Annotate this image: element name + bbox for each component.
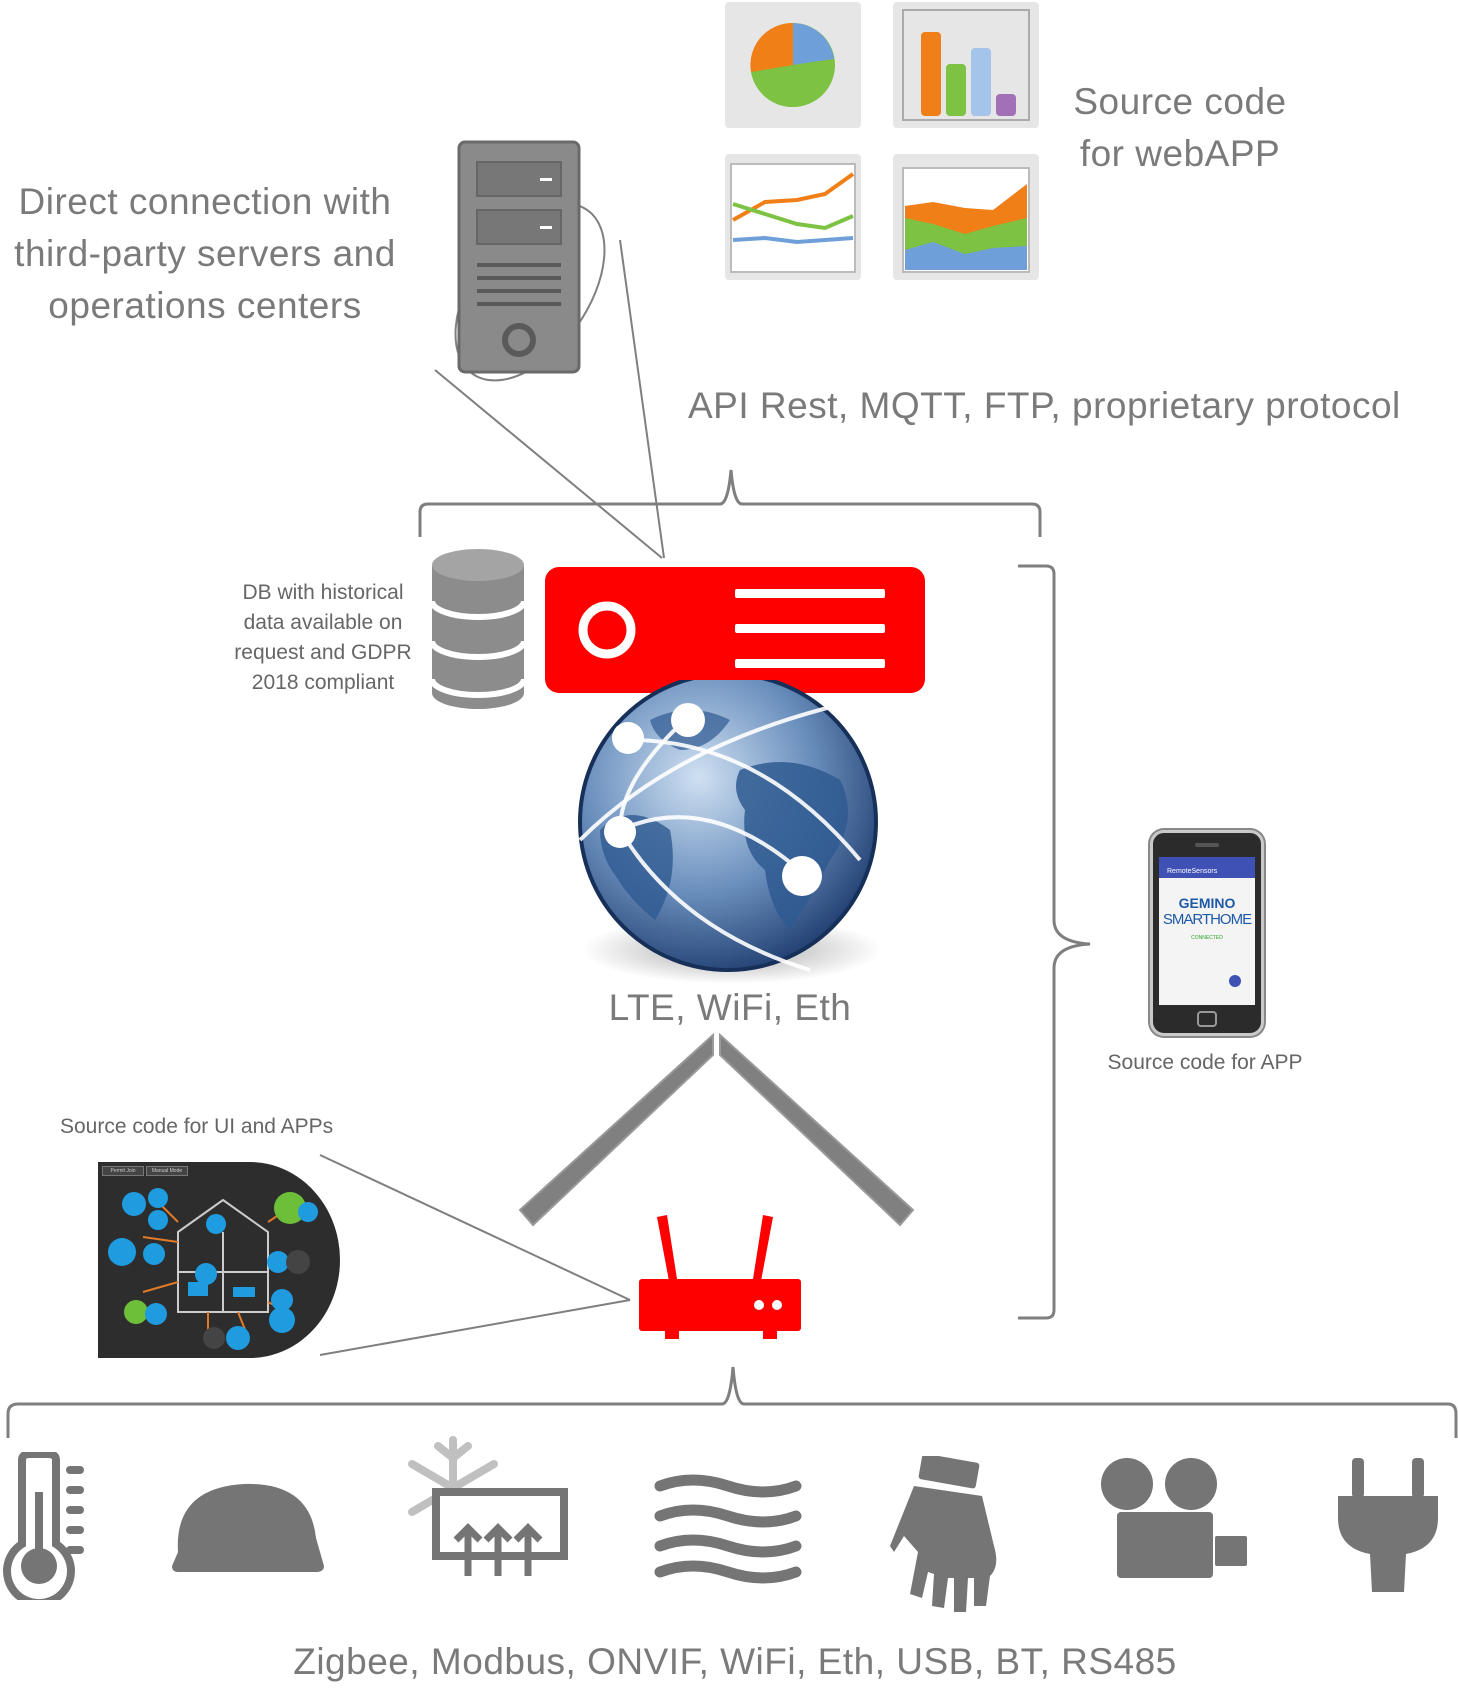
smartphone: RemoteSensors GEMINO SMARTHOME CONNECTED	[1150, 830, 1264, 1036]
camera-icon	[1101, 1458, 1247, 1578]
phone-brand-line-2: SMARTHOME	[1162, 911, 1252, 928]
webapp-line-1: Source code	[1073, 81, 1287, 122]
cloud-bracket	[418, 469, 1042, 537]
direct-connection-label: Direct connection with third-party serve…	[0, 176, 410, 332]
glove-icon	[890, 1456, 997, 1612]
area-chart-icon	[893, 154, 1039, 280]
direct-connection-line-1: Direct connection with	[18, 181, 392, 222]
network-label: LTE, WiFi, Eth	[608, 987, 852, 1028]
cloud-protocols-label: API Rest, MQTT, FTP, proprietary protoco…	[688, 385, 1401, 426]
database-icon	[429, 549, 527, 709]
helmet-icon	[172, 1483, 324, 1572]
pie-chart-icon	[725, 2, 861, 128]
plug-icon	[1338, 1458, 1438, 1592]
db-line-4: 2018 compliant	[251, 671, 395, 694]
direct-connection-line-3: operations centers	[48, 285, 362, 326]
ui-apps-label: Source code for UI and APPs	[60, 1115, 334, 1138]
phone-status-bar	[1159, 857, 1255, 865]
globe-icon	[578, 680, 882, 984]
gateway-router-icon	[639, 1215, 801, 1339]
field-protocols-label: Zigbee, Modbus, ONVIF, WiFi, Eth, USB, B…	[293, 1641, 1177, 1682]
app-bracket	[1018, 564, 1091, 1320]
ui-thumbnail: Permit Join Manual Mode	[98, 1162, 340, 1358]
app-label: Source code for APP	[1107, 1051, 1303, 1074]
thermometer-icon	[3, 1452, 84, 1600]
webapp-line-2: for webAPP	[1079, 133, 1281, 174]
db-line-1: DB with historical	[242, 581, 404, 604]
phone-fab-button[interactable]	[1229, 975, 1241, 987]
db-line-3: request and GDPR	[234, 641, 412, 664]
phone-speaker	[1195, 843, 1219, 847]
cloud-server-icon	[545, 567, 925, 693]
direct-connection-line-2: third-party servers and	[14, 233, 396, 274]
phone-brand-line-1: GEMINO	[1178, 895, 1236, 911]
third-party-server-icon	[457, 140, 581, 374]
devices-bracket	[6, 1366, 1458, 1438]
bar-chart-icon	[893, 2, 1039, 128]
roof-right	[719, 1032, 915, 1227]
phone-status-text: CONNECTED	[1191, 935, 1223, 941]
phone-home-button[interactable]	[1197, 1011, 1217, 1027]
air-flow-icon	[654, 1474, 802, 1584]
db-label: DB with historical data available on req…	[218, 578, 428, 698]
hvac-icon	[408, 1436, 568, 1576]
ui-tab-manual-mode[interactable]: Manual Mode	[146, 1166, 188, 1176]
ui-tab-permit-join[interactable]: Permit Join	[102, 1166, 144, 1176]
line-chart-icon	[725, 154, 861, 280]
db-line-2: data available on	[243, 611, 403, 634]
roof-left	[518, 1032, 714, 1227]
ui-floorplan	[108, 1188, 318, 1350]
webapp-label: Source code for webAPP	[1060, 76, 1300, 180]
phone-app-bar: RemoteSensors	[1159, 865, 1255, 878]
phone-screen: RemoteSensors GEMINO SMARTHOME CONNECTED	[1159, 857, 1255, 1005]
